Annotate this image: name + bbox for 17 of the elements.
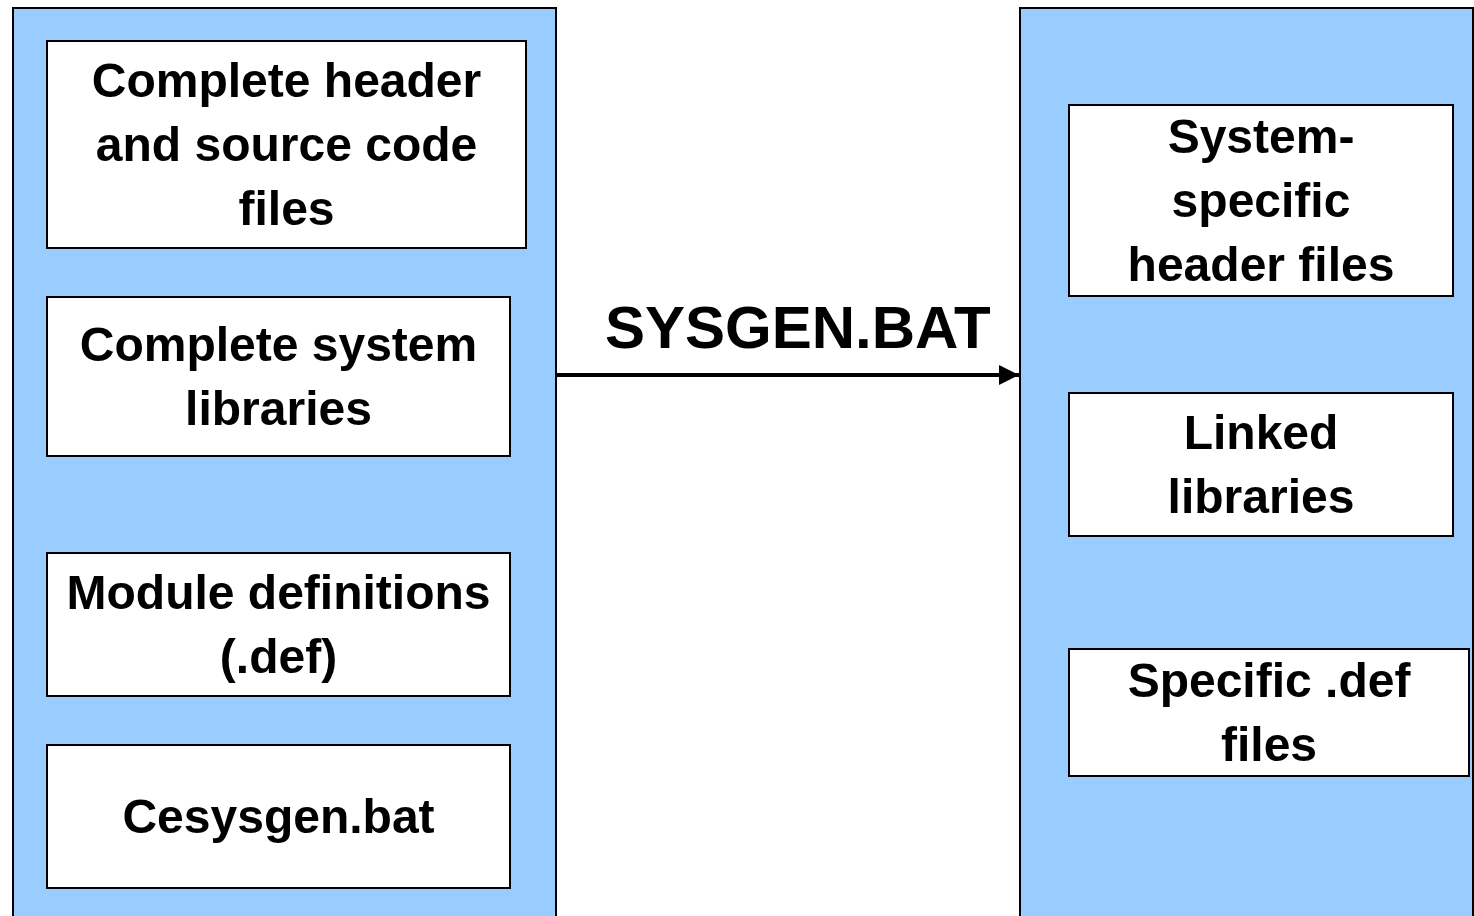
- arrow: [557, 365, 1019, 385]
- file-box: [1068, 648, 1470, 777]
- file-box: [46, 40, 527, 249]
- box-label: Specific .def files: [1126, 652, 1412, 773]
- box-label: Linked libraries: [1166, 404, 1356, 525]
- box-label: Complete system libraries: [78, 316, 479, 437]
- file-box: [1068, 104, 1454, 297]
- box-label: System-specific header files: [1126, 108, 1396, 293]
- file-box: [46, 552, 511, 697]
- file-box: [1068, 392, 1454, 537]
- box-label: Complete header and source code files: [90, 52, 483, 237]
- group-panel: [1019, 7, 1474, 916]
- file-box: [46, 296, 511, 457]
- group-panel: [12, 7, 557, 916]
- file-box: [46, 744, 511, 889]
- box-label: Cesysgen.bat: [122, 788, 435, 845]
- box-label: Module definitions (.def): [66, 564, 491, 685]
